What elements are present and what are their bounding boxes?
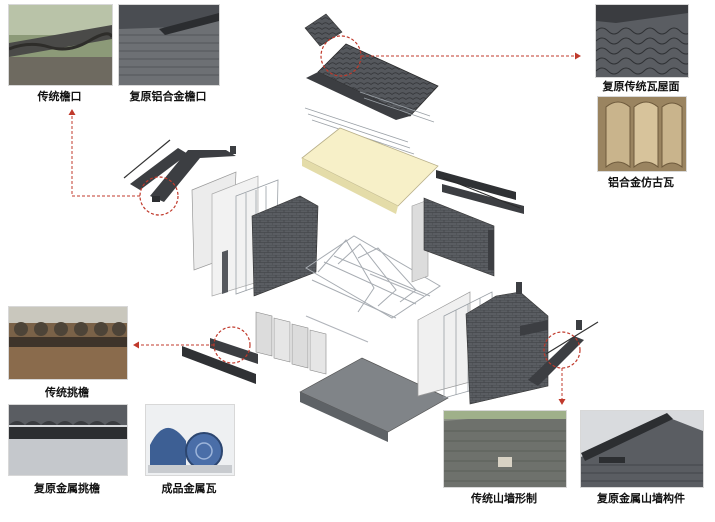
ridge-tile-piece [304, 13, 343, 47]
insulation-roof-panel [301, 127, 439, 214]
overhang-bars [182, 338, 258, 384]
caption-restored-aluminum-eave: 复原铝合金檐口 [129, 90, 207, 103]
leader-left-eave [68, 109, 140, 197]
photo-traditional-gable [443, 410, 567, 488]
leader-lines [68, 52, 581, 405]
left-gable-wall-group [191, 171, 319, 297]
caption-traditional-overhang: 传统挑檐 [45, 386, 89, 399]
photo-aluminum-antique-tile [597, 96, 687, 172]
photo-restored-aluminum-eave [118, 4, 220, 86]
tile-roof-layer [306, 43, 439, 120]
callout-circle-left-eave [139, 176, 179, 216]
caption-traditional-gable: 传统山墙形制 [471, 492, 537, 505]
caption-restored-tile-roof: 复原传统瓦屋面 [602, 80, 680, 93]
window-panels [255, 311, 327, 375]
photo-finished-metal-tile [145, 404, 235, 476]
caption-traditional-eave: 传统檐口 [37, 90, 82, 103]
photo-traditional-overhang [8, 306, 128, 380]
left-eave-components [123, 139, 236, 202]
floor-slab [299, 357, 449, 442]
photo-restored-metal-overhang [8, 404, 128, 476]
caption-aluminum-antique-tile: 铝合金仿古瓦 [608, 176, 674, 189]
loose-members [305, 273, 425, 343]
caption-finished-metal-tile: 成品金属瓦 [161, 482, 217, 495]
caption-restored-metal-overhang: 复原金属挑檐 [34, 482, 100, 495]
caption-restored-metal-gable: 复原金属山墙构件 [597, 492, 685, 505]
photo-traditional-eave [8, 4, 113, 86]
callout-circle-right-gable [543, 331, 581, 369]
photo-restored-metal-gable [580, 410, 704, 488]
right-gable-wall-group [417, 282, 599, 405]
photo-restored-tile-roof [595, 4, 689, 78]
roof-truss-frame [305, 235, 441, 319]
right-wall-panels [411, 170, 524, 283]
